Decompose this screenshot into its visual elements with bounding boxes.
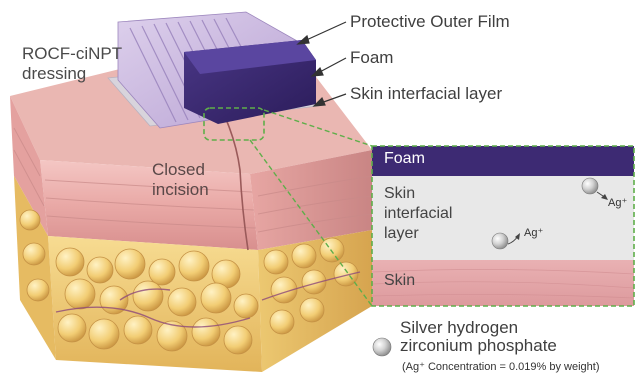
label-foam: Foam	[350, 48, 393, 67]
ion-label-upper: Ag⁺	[608, 196, 627, 209]
inset-label-skin: Skin	[384, 272, 415, 290]
legend-line2: zirconium phosphate	[400, 336, 557, 355]
label-dressing-line2: dressing	[22, 64, 86, 83]
label-skin-interfacial-layer: Skin interfacial layer	[350, 84, 502, 103]
inset-label-skin-interfacial-line1: Skin	[384, 185, 415, 203]
particle-lower	[492, 233, 508, 249]
label-protective-outer-film: Protective Outer Film	[350, 12, 510, 31]
legend-bead	[373, 338, 391, 356]
label-dressing-line1: ROCF-ciNPT	[22, 44, 122, 63]
ion-label-lower: Ag⁺	[524, 226, 543, 239]
legend-line1: Silver hydrogen	[400, 318, 518, 337]
label-incision-line2: incision	[152, 180, 209, 199]
inset-label-foam: Foam	[384, 150, 425, 168]
inset-label-skin-interfacial-line3: layer	[384, 225, 419, 243]
particle-upper	[582, 178, 598, 194]
legend-note: (Ag⁺ Concentration = 0.019% by weight)	[402, 358, 600, 377]
label-incision-line1: Closed	[152, 160, 205, 179]
inset-label-skin-interfacial-line2: interfacial	[384, 205, 452, 223]
